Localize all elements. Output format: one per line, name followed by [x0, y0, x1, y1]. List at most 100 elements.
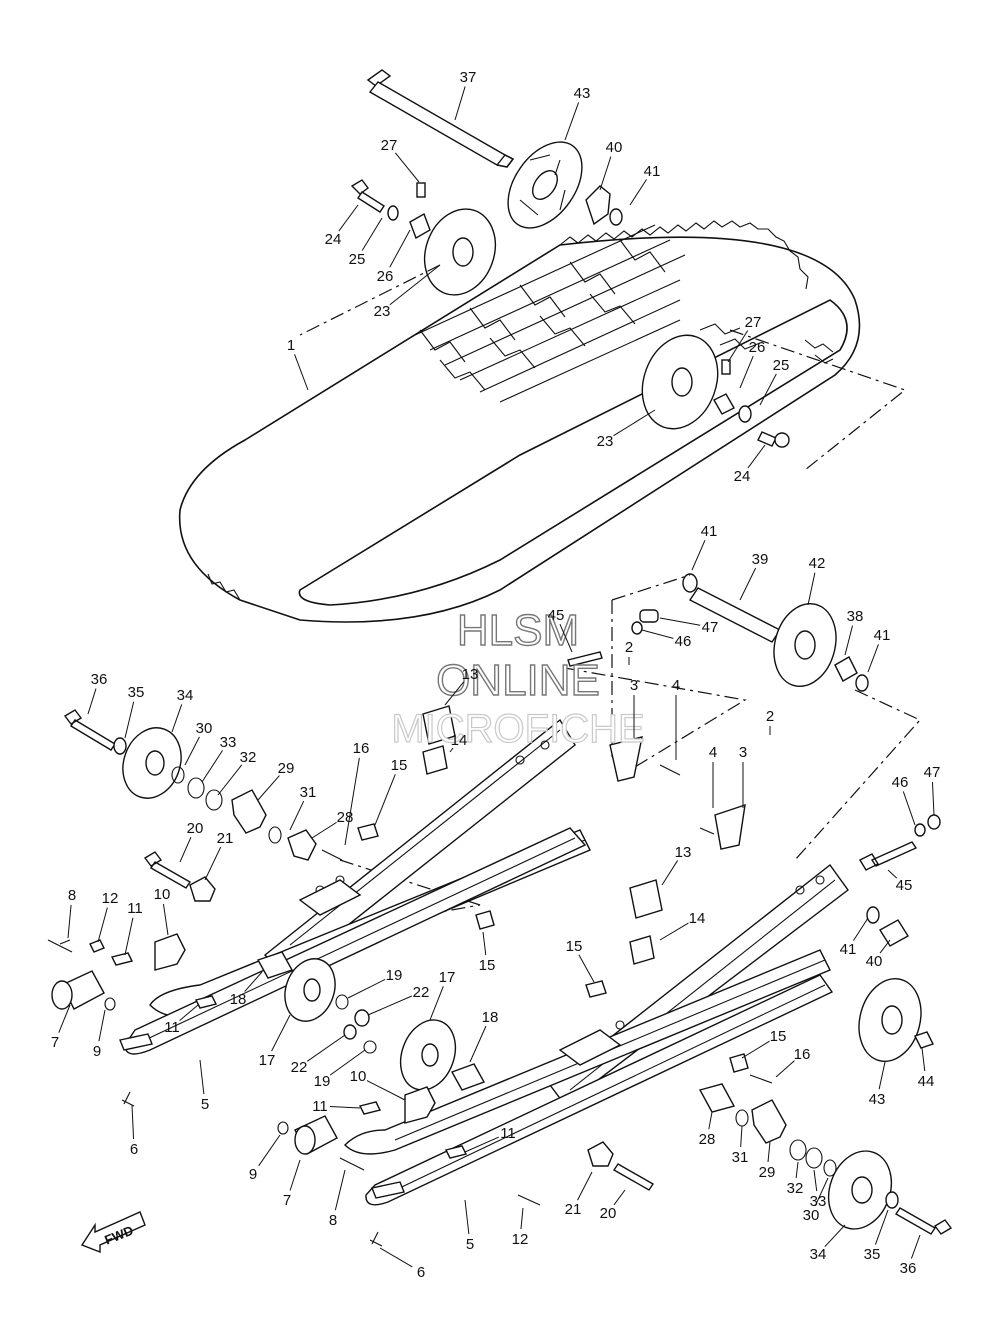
callout-leader-line — [741, 1040, 770, 1059]
upper-idler-left — [350, 179, 497, 296]
callout-number: 47 — [702, 619, 719, 636]
callout-23: 23 — [597, 409, 656, 450]
callout-2: 2 — [625, 639, 633, 665]
callout-39: 39 — [739, 551, 768, 601]
callout-14: 14 — [449, 732, 468, 753]
callout-number: 8 — [329, 1212, 337, 1229]
callout-25: 25 — [349, 217, 383, 268]
callout-leader-line — [98, 1009, 106, 1042]
callout-number: 19 — [314, 1073, 331, 1090]
callout-42: 42 — [807, 555, 825, 606]
callout-number: 31 — [732, 1149, 749, 1166]
callout-leader-line — [58, 1004, 71, 1033]
callout-16: 16 — [775, 1046, 810, 1078]
callout-33: 33 — [201, 734, 236, 783]
callout-number: 4 — [672, 677, 680, 694]
callout-number: 5 — [201, 1096, 209, 1113]
callout-7: 7 — [283, 1159, 301, 1209]
callout-number: 22 — [291, 1059, 308, 1076]
callout-leader-line — [659, 922, 689, 941]
callout-number: 4 — [709, 744, 717, 761]
callout-number: 11 — [500, 1125, 516, 1142]
callout-25: 25 — [759, 357, 789, 406]
callout-number: 22 — [413, 984, 430, 1001]
callout-leader-line — [131, 1104, 135, 1140]
callout-34: 34 — [810, 1224, 846, 1263]
callout-number: 14 — [451, 732, 468, 749]
callout-number: 10 — [350, 1068, 367, 1085]
callout-19: 19 — [314, 1049, 366, 1090]
callout-40: 40 — [599, 139, 622, 191]
callout-leader-line — [759, 373, 777, 406]
callout-leader-line — [429, 986, 444, 1021]
callout-leader-line — [910, 1234, 921, 1259]
callout-21: 21 — [204, 830, 233, 881]
rear-axle-assembly — [366, 69, 623, 229]
callout-43: 43 — [869, 1061, 886, 1108]
callout-leader-line — [389, 264, 441, 306]
callout-8: 8 — [67, 887, 76, 939]
callout-13: 13 — [444, 666, 479, 706]
callout-number: 20 — [600, 1205, 617, 1222]
callout-number: 26 — [749, 339, 766, 356]
callout-8: 8 — [329, 1169, 346, 1229]
callout-4: 4 — [672, 677, 680, 760]
callout-leader-line — [577, 1171, 593, 1201]
callout-leader-line — [727, 330, 749, 363]
callout-number: 17 — [439, 969, 456, 986]
watermark-line-2: ONLINE — [436, 656, 600, 705]
callout-number: 13 — [462, 666, 479, 683]
callout-32: 32 — [217, 749, 256, 796]
callout-number: 23 — [597, 433, 614, 450]
callout-leader-line — [629, 179, 647, 206]
callout-leader-line — [199, 1059, 205, 1095]
callout-number: 11 — [164, 1019, 180, 1036]
callout-number: 36 — [900, 1260, 917, 1277]
callout-leader-line — [201, 750, 223, 783]
callout-leader-line — [824, 1224, 846, 1248]
callout-24: 24 — [325, 204, 359, 248]
callout-number: 47 — [924, 764, 941, 781]
callout-leader-line — [691, 539, 706, 571]
callout-38: 38 — [844, 608, 863, 656]
callout-5: 5 — [199, 1059, 209, 1113]
callout-leader-line — [844, 625, 854, 656]
callout-leader-line — [257, 775, 280, 801]
callout-leader-line — [454, 86, 466, 121]
callout-31: 31 — [289, 784, 316, 831]
callout-leader-line — [394, 152, 420, 183]
track-belt — [178, 220, 861, 623]
callout-11: 11 — [464, 1125, 516, 1153]
callout-leader-line — [807, 572, 816, 606]
callout-30: 30 — [184, 720, 212, 766]
callout-leader-line — [767, 1141, 771, 1163]
left-side-hardware — [47, 709, 377, 1107]
callout-number: 6 — [130, 1141, 138, 1158]
callout-13: 13 — [661, 844, 691, 886]
callout-number: 43 — [869, 1091, 886, 1108]
callout-number: 27 — [381, 137, 398, 154]
callout-leader-line — [482, 931, 487, 956]
callout-number: 17 — [259, 1052, 276, 1069]
callout-leader-line — [578, 954, 595, 983]
callout-43: 43 — [564, 85, 590, 141]
callout-leader-line — [902, 791, 916, 826]
callout-41: 41 — [629, 163, 660, 206]
callout-number: 41 — [840, 941, 857, 958]
callout-number: 6 — [417, 1264, 425, 1281]
callout-number: 25 — [349, 251, 366, 268]
upper-idler-right — [641, 334, 790, 448]
callout-number: 20 — [187, 820, 204, 837]
callout-number: 35 — [864, 1246, 881, 1263]
callout-leader-line — [775, 1060, 795, 1078]
callout-7: 7 — [51, 1004, 71, 1051]
callout-leader-line — [599, 156, 612, 191]
callout-number: 40 — [866, 953, 883, 970]
callout-20: 20 — [179, 820, 204, 863]
callout-leader-line — [338, 204, 359, 232]
callout-leader-line — [444, 681, 465, 706]
callout-leader-line — [659, 617, 701, 626]
callout-32: 32 — [787, 1161, 803, 1197]
callout-leader-line — [367, 995, 413, 1016]
callout-leader-line — [814, 1177, 829, 1207]
